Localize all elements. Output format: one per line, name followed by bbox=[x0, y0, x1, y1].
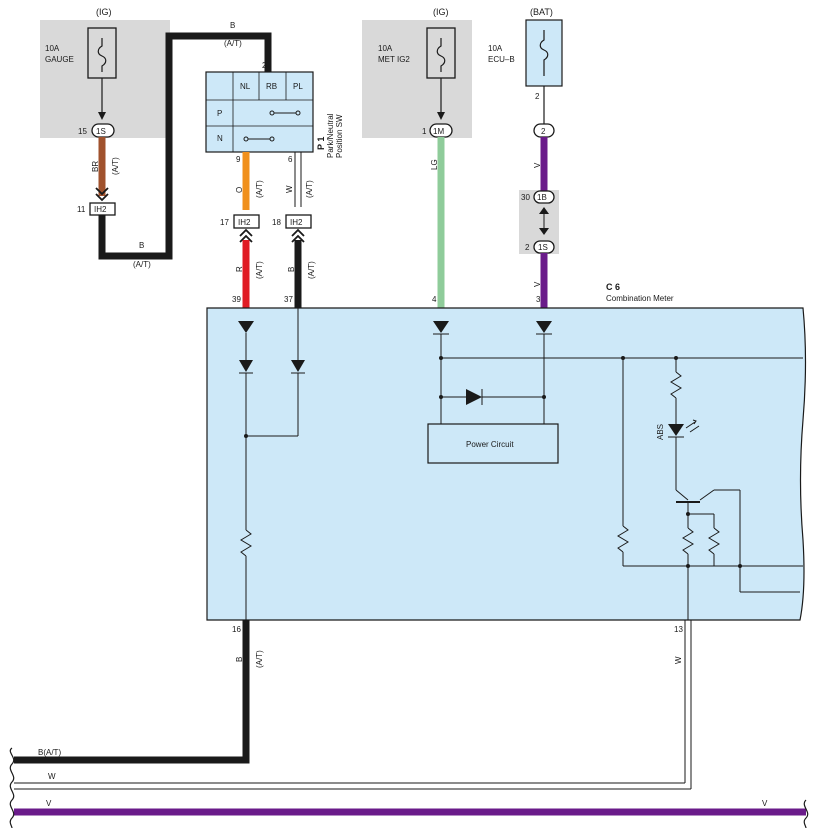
bus-b-at-label: B(A/T) bbox=[38, 748, 61, 757]
wire-v-lower-color: V bbox=[533, 281, 542, 287]
svg-text:1S: 1S bbox=[96, 127, 106, 136]
bus-v-right-label: V bbox=[762, 799, 768, 808]
combination-meter: C 6 Combination Meter 39 37 4 3 16 13 bbox=[206, 282, 807, 634]
bus-w-label: W bbox=[48, 772, 56, 781]
meter-pin-3: 3 bbox=[536, 295, 541, 304]
wire-r-note: (A/T) bbox=[255, 261, 264, 279]
fuse-gauge-rating: 10A bbox=[45, 44, 60, 53]
meter-pin-39: 39 bbox=[232, 295, 241, 304]
connector-1s-pin: 15 bbox=[78, 127, 87, 136]
wire-b37-color: B bbox=[287, 267, 296, 272]
connector-1m-pin: 1 bbox=[422, 127, 427, 136]
wire-v-upper-color: V bbox=[533, 162, 542, 168]
wire-b16-note: (A/T) bbox=[255, 650, 264, 668]
wire-o-color: O bbox=[235, 187, 244, 193]
wire-o-note: (A/T) bbox=[255, 180, 264, 198]
wire-w-sw-note: (A/T) bbox=[305, 180, 314, 198]
svg-text:1B: 1B bbox=[537, 193, 547, 202]
connector-1s-v: 1S 2 bbox=[525, 240, 555, 254]
fuse-ecu-b-rating: 10A bbox=[488, 44, 503, 53]
meter-pin-37: 37 bbox=[284, 295, 293, 304]
switch-name-1: Park/Neutral bbox=[326, 113, 335, 158]
wire-r-color: R bbox=[235, 266, 244, 272]
fuse-met-ig2: (IG) 10A MET IG2 bbox=[362, 7, 472, 138]
switch-pin-9: 9 bbox=[236, 155, 241, 164]
connector-1s-gauge: 1S 15 bbox=[78, 123, 115, 138]
wire-b-top-color: B bbox=[230, 21, 235, 30]
connector-1s-v-pin: 2 bbox=[525, 243, 530, 252]
bus-v-left-label: V bbox=[46, 799, 52, 808]
wire-b-at-low-color: B bbox=[139, 241, 144, 250]
switch-row-p: P bbox=[217, 109, 222, 118]
power-circuit-block bbox=[427, 423, 559, 464]
fuse-gauge-supply: (IG) bbox=[96, 7, 112, 17]
connector-ih2-17-pin: 17 bbox=[220, 218, 229, 227]
connector-ih2-11: IH2 11 bbox=[77, 202, 116, 216]
fuse-ecu-b-pin: 2 bbox=[535, 92, 540, 101]
fuse-met-ig2-name: MET IG2 bbox=[378, 55, 410, 64]
wire-w-sw-color: W bbox=[285, 185, 294, 193]
wire-br-note: (A/T) bbox=[111, 157, 120, 175]
svg-text:1S: 1S bbox=[538, 243, 548, 252]
fuse-gauge: (IG) 10A GAUGE bbox=[40, 7, 170, 138]
switch-name-2: Position SW bbox=[335, 114, 344, 158]
connector-1b: 1B 30 bbox=[521, 190, 555, 204]
abs-label: ABS bbox=[656, 424, 665, 440]
fuse-met-ig2-rating: 10A bbox=[378, 44, 393, 53]
switch-col-nl: NL bbox=[240, 82, 251, 91]
meter-name: Combination Meter bbox=[606, 294, 674, 303]
svg-text:2: 2 bbox=[541, 127, 546, 136]
connector-ih2-18: IH2 18 bbox=[272, 214, 312, 229]
meter-pin-16: 16 bbox=[232, 625, 241, 634]
wire-b16-color: B bbox=[235, 657, 244, 662]
fuse-ecu-b: (BAT) 10A ECU–B 2 bbox=[488, 7, 563, 124]
switch-id: P 1 bbox=[316, 137, 326, 150]
wire-b37-note: (A/T) bbox=[307, 261, 316, 279]
fuse-ecu-b-supply: (BAT) bbox=[530, 7, 553, 17]
switch-row-n: N bbox=[217, 134, 223, 143]
wire-lg-color: LG bbox=[430, 159, 439, 170]
switch-col-rb: RB bbox=[266, 82, 277, 91]
svg-text:1M: 1M bbox=[433, 127, 444, 136]
svg-text:IH2: IH2 bbox=[238, 218, 251, 227]
fuse-met-ig2-supply: (IG) bbox=[433, 7, 449, 17]
svg-text:IH2: IH2 bbox=[290, 218, 303, 227]
power-circuit-label: Power Circuit bbox=[466, 440, 514, 449]
connector-2: 2 bbox=[533, 123, 555, 138]
meter-pin-4: 4 bbox=[432, 295, 437, 304]
fuse-ecu-b-name: ECU–B bbox=[488, 55, 515, 64]
wire-w13-color: W bbox=[674, 656, 683, 664]
svg-text:IH2: IH2 bbox=[94, 205, 107, 214]
fuse-gauge-name: GAUGE bbox=[45, 55, 74, 64]
connector-ih2-18-pin: 18 bbox=[272, 218, 281, 227]
connector-ih2-11-pin: 11 bbox=[77, 205, 86, 214]
park-neutral-switch: NL RB PL P N 2 9 6 P 1 Park/Neutral Posi… bbox=[205, 61, 344, 164]
switch-pin-2: 2 bbox=[262, 61, 267, 70]
meter-id: C 6 bbox=[606, 282, 620, 292]
wire-b-top-note: (A/T) bbox=[224, 39, 242, 48]
switch-pin-6: 6 bbox=[288, 155, 293, 164]
wire-b-at-low-note: (A/T) bbox=[133, 260, 151, 269]
meter-pin-13: 13 bbox=[674, 625, 683, 634]
connector-ih2-17: IH2 17 bbox=[220, 214, 260, 229]
switch-col-pl: PL bbox=[293, 82, 303, 91]
connector-1b-pin: 30 bbox=[521, 193, 530, 202]
wire-br-label: BR bbox=[91, 161, 100, 172]
